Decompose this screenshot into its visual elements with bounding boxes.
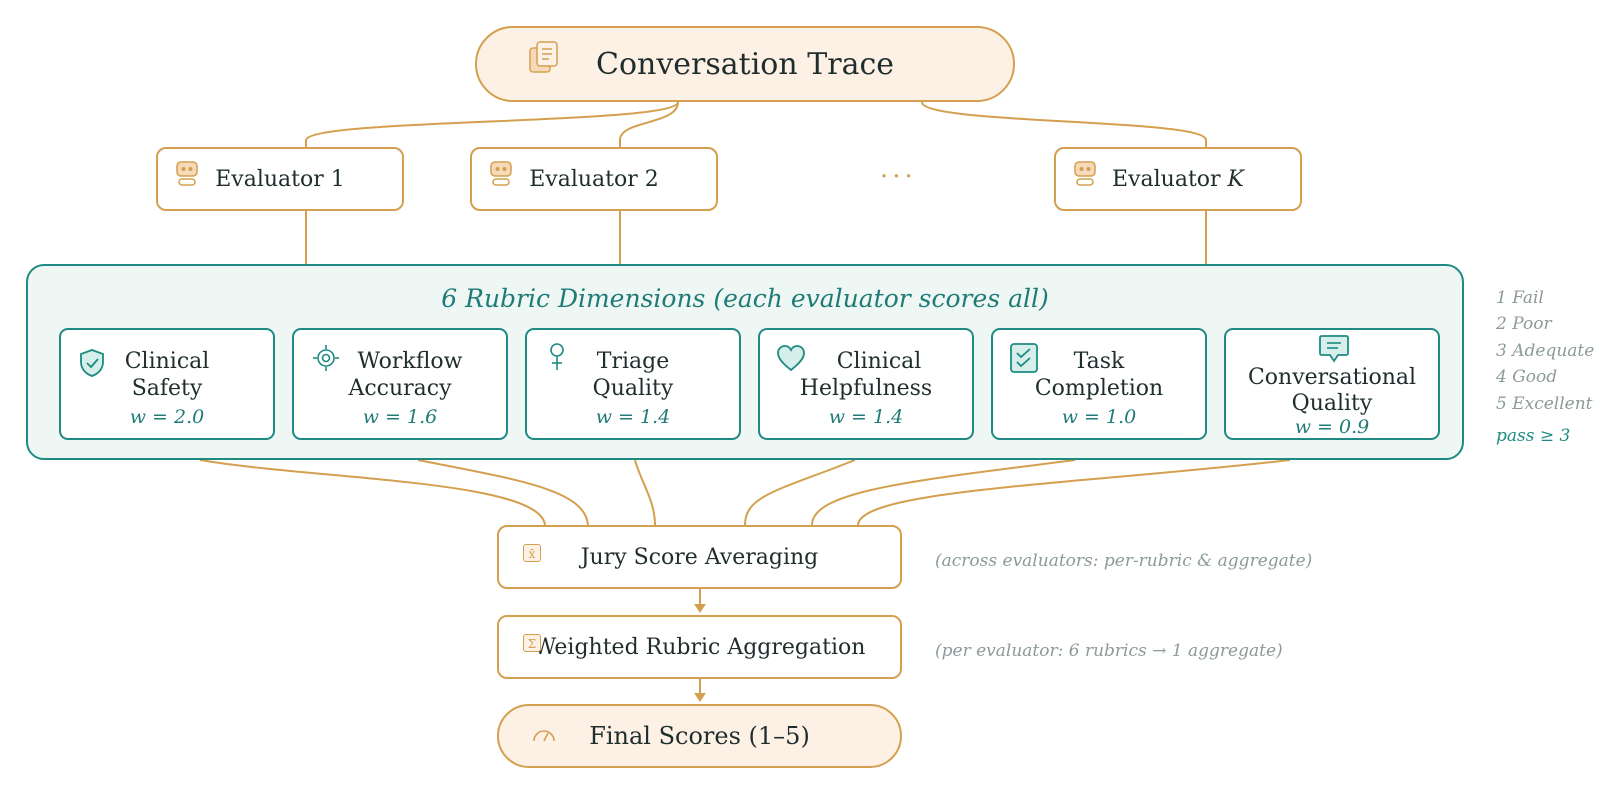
jury-label: Jury Score Averaging [580,544,819,570]
jury-note: (across evaluators: per-rubric & aggrega… [935,551,1313,571]
card-name-line1: Clinical [836,349,922,374]
card-name-line2: Completion [1034,376,1164,401]
weighted-label: Weighted Rubric Aggregation [533,634,866,660]
card-name-line2: Accuracy [348,376,452,401]
final-scores-node: Final Scores (1–5) [497,704,902,768]
card-weight: w = 1.4 [595,406,671,428]
evaluator-k-node: Evaluator K [1054,147,1302,211]
evaluator-2-label: Evaluator 2 [529,166,659,192]
documents-icon [529,41,558,73]
card-weight: w = 2.0 [129,406,205,428]
evaluator-2-node: Evaluator 2 [470,147,718,211]
chat-icon [1319,335,1349,363]
scale-legend-item: 2 Poor [1496,314,1552,334]
scale-legend-item: 3 Adequate [1496,341,1595,361]
target-icon [313,345,339,371]
final-label: Final Scores (1–5) [589,722,810,750]
card-name-line1: Task [1073,349,1125,374]
heart-icon [777,345,805,372]
pass-threshold: pass ≥ 3 [1496,426,1571,446]
card-name-line1: Conversational [1247,365,1417,390]
card-name-line2: Helpfulness [799,376,933,401]
rubric-panel-title: 6 Rubric Dimensions (each evaluator scor… [441,284,1049,313]
rubric-card-workflow-accuracy: Workflow Accuracy w = 1.6 [292,328,508,440]
rubric-card-clinical-helpfulness: Clinical Helpfulness w = 1.4 [758,328,974,440]
conversation-trace-node: Conversation Trace [475,26,1015,102]
card-name-line1: Triage [596,349,670,374]
card-weight: w = 1.6 [362,406,438,428]
mean-icon: x̄ [523,544,541,562]
rubric-card-clinical-safety: Clinical Safety w = 2.0 [59,328,275,440]
checklist-icon [1010,343,1038,373]
card-name-line1: Clinical [124,349,210,374]
card-name-line2: Quality [1291,391,1373,416]
scale-legend-item: 4 Good [1496,367,1558,387]
pin-icon [550,343,564,370]
trace-label: Conversation Trace [595,46,895,82]
scale-legend-item: 5 Excellent [1496,394,1593,414]
card-weight: w = 0.9 [1294,416,1370,438]
rubric-dimensions-panel: 6 Rubric Dimensions (each evaluator scor… [26,264,1464,460]
weighted-note: (per evaluator: 6 rubrics → 1 aggregate) [935,641,1283,661]
card-name-line2: Safety [131,376,203,401]
scale-legend-item: 1 Fail [1496,288,1544,308]
weighted-aggregation-node: Σ Weighted Rubric Aggregation [497,615,902,679]
evaluator-k-label: Evaluator K [1112,166,1244,192]
sigma-icon: Σ [523,634,541,652]
evaluator-1-label: Evaluator 1 [215,166,345,192]
rubric-card-task-completion: Task Completion w = 1.0 [991,328,1207,440]
card-name-line2: Quality [592,376,674,401]
shield-check-icon [80,349,104,377]
ellipsis: ··· [880,162,917,192]
card-weight: w = 1.4 [828,406,904,428]
robot-icon [490,161,512,186]
robot-icon [1074,161,1096,186]
card-name-line1: Workflow [357,349,463,374]
gauge-icon [533,730,555,742]
card-weight: w = 1.0 [1061,406,1137,428]
rubric-card-conversational-quality: Conversational Quality w = 0.9 [1224,328,1440,440]
robot-icon [176,161,198,186]
rubric-card-triage-quality: Triage Quality w = 1.4 [525,328,741,440]
jury-averaging-node: x̄ Jury Score Averaging [497,525,902,589]
evaluator-1-node: Evaluator 1 [156,147,404,211]
